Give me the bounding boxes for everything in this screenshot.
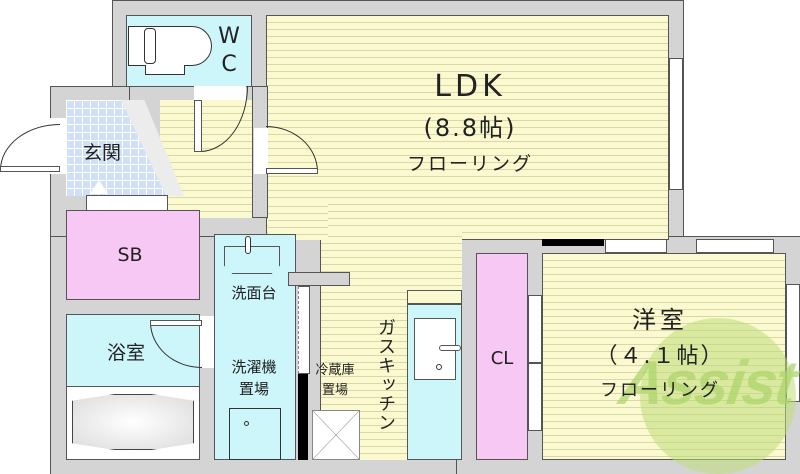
washstand-label: 洗面台 <box>231 284 277 302</box>
sliding-door[interactable] <box>298 286 310 374</box>
wc-label-c: C <box>221 52 237 77</box>
shoe-box-main <box>66 210 200 300</box>
western-room-black-wall <box>542 239 604 246</box>
western-room-floor-type: フローリング <box>600 380 720 401</box>
front-door-leaf[interactable] <box>0 166 60 172</box>
bathtub-basin-icon <box>72 394 194 450</box>
closet <box>476 253 528 460</box>
closet-label: CL <box>490 348 514 369</box>
ldk-label: LDK <box>434 69 506 104</box>
gas-kitchen-label: ガスキッチン <box>375 318 396 432</box>
wc-door-leaf[interactable] <box>194 100 202 152</box>
ldk-door-leaf[interactable] <box>266 168 318 174</box>
ldk-floor-type: フローリング <box>406 153 533 175</box>
ldk-door-opening[interactable] <box>254 128 268 174</box>
closet-door-lower[interactable] <box>528 363 542 431</box>
entrance-label: 玄関 <box>82 142 121 164</box>
washer-drain-icon <box>244 421 249 426</box>
bathroom-label: 浴室 <box>106 342 145 364</box>
bath-door-leaf[interactable] <box>150 320 202 326</box>
kitchen-drain-icon <box>436 364 442 370</box>
fridge-space-box <box>312 410 360 460</box>
washroom-partition-top <box>288 272 350 286</box>
bedroom-top-window-right[interactable] <box>696 239 774 253</box>
ldk-lower-floor <box>268 200 328 240</box>
wc-label-w: W <box>218 24 240 49</box>
front-door-swing[interactable] <box>0 124 60 170</box>
washer-space-label-1: 洗濯機 <box>231 358 277 376</box>
bath-door-opening[interactable] <box>200 316 214 368</box>
toilet-tank-icon <box>144 28 156 64</box>
toilet-base-icon <box>145 65 185 75</box>
bedroom-top-window-left[interactable] <box>605 239 667 253</box>
washbasin-icon <box>224 246 280 274</box>
shoe-box-text: SB <box>117 244 143 266</box>
kitchen-counter-top <box>407 290 462 304</box>
watermark-circle <box>640 318 796 474</box>
closet-door-upper[interactable] <box>528 295 542 363</box>
faucet-icon <box>245 236 251 254</box>
ldk-room <box>266 15 669 240</box>
western-room-label: 洋室 <box>632 306 688 334</box>
washer-space-label-2: 置場 <box>238 380 269 398</box>
partition-black-bar <box>298 374 308 460</box>
ldk-size: (8.8帖) <box>423 114 517 142</box>
entrance-step <box>86 195 168 211</box>
fridge-space-label-1: 冷蔵庫 <box>315 363 355 378</box>
fridge-space-label-2: 置場 <box>321 383 348 398</box>
toilet-icon <box>128 26 212 66</box>
washer-pan-icon <box>229 408 281 460</box>
kitchen-faucet-icon <box>439 345 461 351</box>
western-room-size: （４.１帖） <box>595 344 725 369</box>
ldk-window[interactable] <box>669 58 683 190</box>
